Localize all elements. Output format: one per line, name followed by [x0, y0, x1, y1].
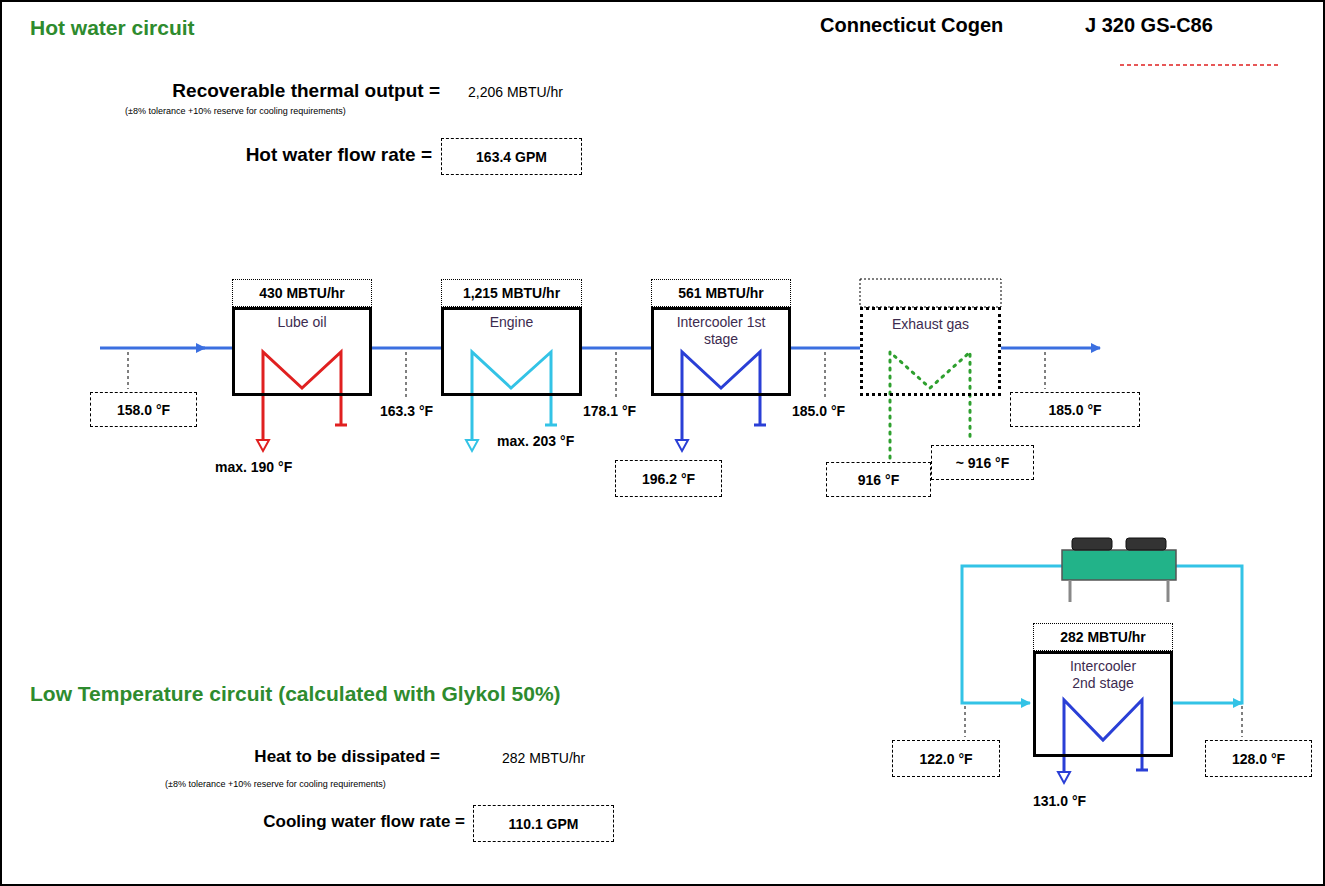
value-box: 185.0 °F: [1010, 392, 1140, 427]
annotation-label: (±8% tolerance +10% reserve for cooling …: [125, 106, 346, 116]
pipe-connector: [582, 346, 651, 349]
leader-lines: [128, 352, 1242, 737]
box-text: Exhaust gas: [892, 316, 969, 333]
box-text: 430 MBTU/hr: [259, 285, 345, 301]
box-text: Engine: [490, 314, 534, 331]
box-text: Intercooler 1st stage: [675, 314, 767, 348]
annotation-label: 185.0 °F: [792, 403, 845, 419]
duty-box: 282 MBTU/hr: [1033, 623, 1173, 651]
heat-exchanger-box: Intercooler 2nd stage: [1033, 651, 1173, 757]
annotation-label: 178.1 °F: [583, 403, 636, 419]
dry-cooler-symbol: [1062, 538, 1176, 602]
box-text: 122.0 °F: [919, 751, 972, 767]
heat-exchanger-box: Intercooler 1st stage: [651, 307, 791, 396]
value-box: 196.2 °F: [615, 460, 722, 497]
duty-box: 561 MBTU/hr: [651, 279, 791, 307]
box-text: 185.0 °F: [1048, 402, 1101, 418]
annotation-label: Low Temperature circuit (calculated with…: [30, 682, 561, 706]
diagram-title: Hot water circuit: [30, 16, 195, 40]
box-text: 163.4 GPM: [476, 149, 547, 165]
empty-duty-box: [860, 279, 1001, 307]
box-text: ~ 916 °F: [956, 455, 1009, 471]
annotation-label: max. 203 °F: [497, 433, 574, 449]
annotation-label: 163.3 °F: [380, 403, 433, 419]
title-underline: [1120, 64, 1278, 66]
box-text: 561 MBTU/hr: [678, 285, 764, 301]
annotation-label: Heat to be dissipated =: [254, 747, 440, 767]
annotation-label: Connecticut Cogen: [820, 14, 1003, 37]
value-box: 163.4 GPM: [441, 138, 582, 175]
value-box: 122.0 °F: [892, 740, 1000, 777]
annotation-label: 131.0 °F: [1033, 793, 1086, 809]
exhaust-box: Exhaust gas: [860, 307, 1001, 396]
annotation-label: Recoverable thermal output =: [172, 80, 440, 102]
box-text: 1,215 MBTU/hr: [463, 285, 560, 301]
box-text: Intercooler 2nd stage: [1057, 658, 1149, 692]
annotation-label: J 320 GS-C86: [1085, 14, 1213, 37]
heat-exchanger-box: Lube oil: [232, 307, 372, 396]
heat-exchanger-box: Engine: [441, 307, 582, 396]
box-text: 282 MBTU/hr: [1060, 629, 1146, 645]
hot-water-pipe: [100, 347, 1100, 350]
value-box: 128.0 °F: [1205, 740, 1312, 777]
duty-box: 1,215 MBTU/hr: [441, 279, 582, 307]
box-text: 196.2 °F: [642, 471, 695, 487]
box-text: 128.0 °F: [1232, 751, 1285, 767]
annotation-label: Cooling water flow rate =: [263, 812, 465, 832]
value-box: ~ 916 °F: [931, 445, 1034, 480]
duty-box: 430 MBTU/hr: [232, 279, 372, 307]
heat-exchanger-symbols: [257, 352, 1148, 783]
value-box: 158.0 °F: [90, 392, 197, 427]
annotation-label: (±8% tolerance +10% reserve for cooling …: [165, 779, 386, 789]
annotation-label: 2,206 MBTU/hr: [468, 84, 563, 100]
value-box: 916 °F: [826, 462, 931, 497]
box-text: 110.1 GPM: [508, 816, 578, 832]
box-text: 916 °F: [858, 472, 899, 488]
annotation-label: Hot water flow rate =: [246, 144, 432, 166]
box-text: 158.0 °F: [117, 402, 170, 418]
box-text: Lube oil: [277, 314, 326, 331]
annotation-label: max. 190 °F: [215, 459, 292, 475]
pipe-connector: [372, 346, 441, 349]
low-temp-loop: [962, 566, 1242, 703]
value-box: 110.1 GPM: [473, 805, 614, 842]
pipe-connector: [791, 346, 860, 349]
annotation-label: 282 MBTU/hr: [502, 750, 585, 766]
